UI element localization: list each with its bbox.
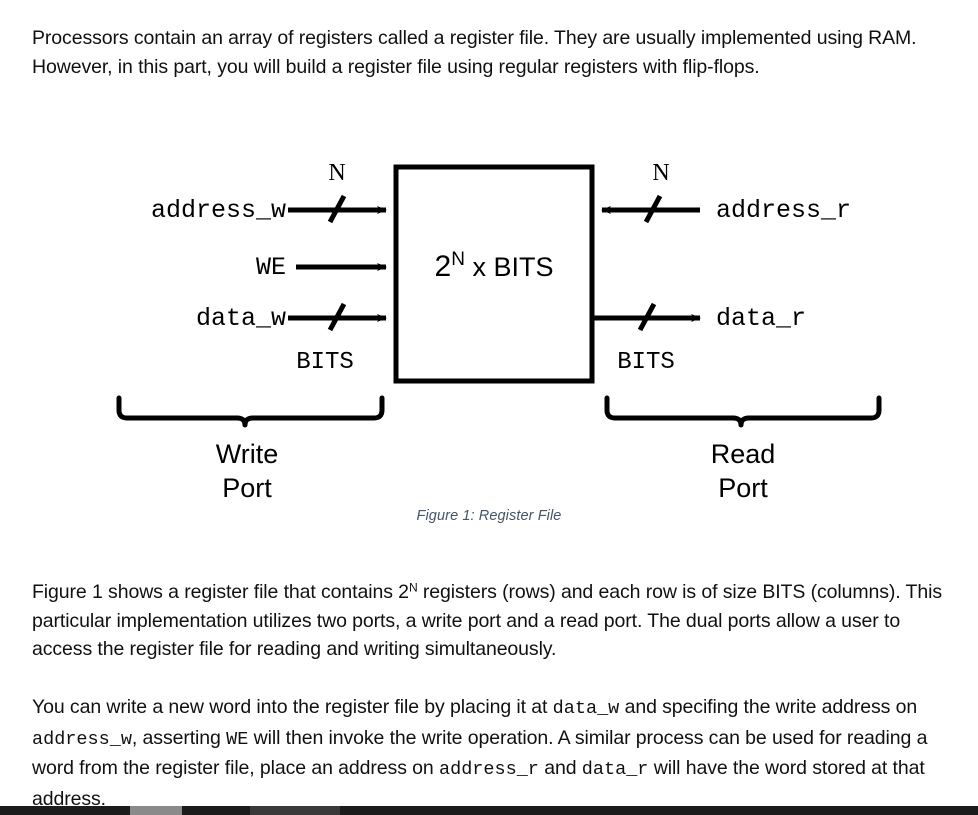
code-address-r: address_r (438, 759, 539, 780)
block-label: 2N x BITS (435, 249, 554, 283)
input-label-we: WE (256, 253, 286, 282)
paragraph-figure-description: Figure 1 shows a register file that cont… (32, 578, 948, 664)
code-data-r: data_r (581, 759, 649, 780)
scrollbar-thumb[interactable] (130, 806, 182, 815)
code-data-w: data_w (552, 698, 620, 719)
block-label-rest: x BITS (465, 252, 554, 282)
paragraph-3-s5: and (538, 757, 582, 779)
brace-label-read-port-line1: Read (711, 439, 776, 469)
paragraph-3-s1: You can write a new word into the regist… (32, 696, 553, 718)
bus-width-label-address-r: N (652, 160, 669, 186)
bus-slash-address-w (327, 194, 347, 224)
bus-slash-data-r (637, 302, 657, 332)
bus-slash-address-r (643, 194, 663, 224)
paragraph-intro: Processors contain an array of registers… (32, 24, 948, 81)
bus-width-label-data-w: BITS (296, 349, 354, 376)
paragraph-3-s3: , asserting (131, 726, 227, 749)
paragraph-2-part-a: Figure 1 shows a register file that cont… (32, 581, 409, 603)
paragraph-3-s2: and specifing the write address on (619, 696, 918, 718)
output-label-address-r: address_r (716, 196, 851, 225)
paragraph-3-s4: will then invoke the write operation. A … (32, 726, 928, 780)
figure-caption-text: Figure 1: Register File (416, 508, 562, 524)
code-we: WE (226, 728, 249, 750)
horizontal-scrollbar[interactable] (0, 806, 978, 815)
bus-slash-data-w (327, 302, 347, 332)
block-label-base: 2 (435, 250, 452, 283)
block-label-exponent: N (451, 249, 465, 270)
paragraph-2-part-b: registers (rows) and each row is of size… (32, 581, 942, 660)
paragraph-usage-description: You can write a new word into the regist… (32, 693, 948, 806)
paragraph-intro-text: Processors contain an array of registers… (32, 27, 917, 78)
code-address-w: address_w (32, 728, 132, 750)
scrollbar-track-segment[interactable] (250, 806, 340, 815)
bus-width-label-address-w: N (328, 160, 345, 186)
register-file-block (393, 164, 595, 384)
input-label-data-w: data_w (196, 304, 286, 333)
paragraph-3-s6: will have the word stored at that addres… (32, 757, 925, 806)
paragraph-2-superscript: N (408, 580, 418, 595)
brace-label-write-port-line2: Port (222, 473, 272, 503)
brace-write-port (116, 395, 385, 428)
brace-label-read-port-line2: Port (718, 473, 768, 503)
figure-caption: Figure 1: Register File (0, 508, 978, 524)
brace-label-write-port-line1: Write (216, 439, 279, 469)
brace-read-port (604, 395, 882, 428)
bus-width-label-data-r: BITS (617, 349, 675, 376)
input-label-address-w: address_w (151, 196, 286, 225)
figure-register-file: 2N x BITS address_w N WE data_w BITS N (0, 140, 978, 540)
output-label-data-r: data_r (716, 304, 806, 333)
